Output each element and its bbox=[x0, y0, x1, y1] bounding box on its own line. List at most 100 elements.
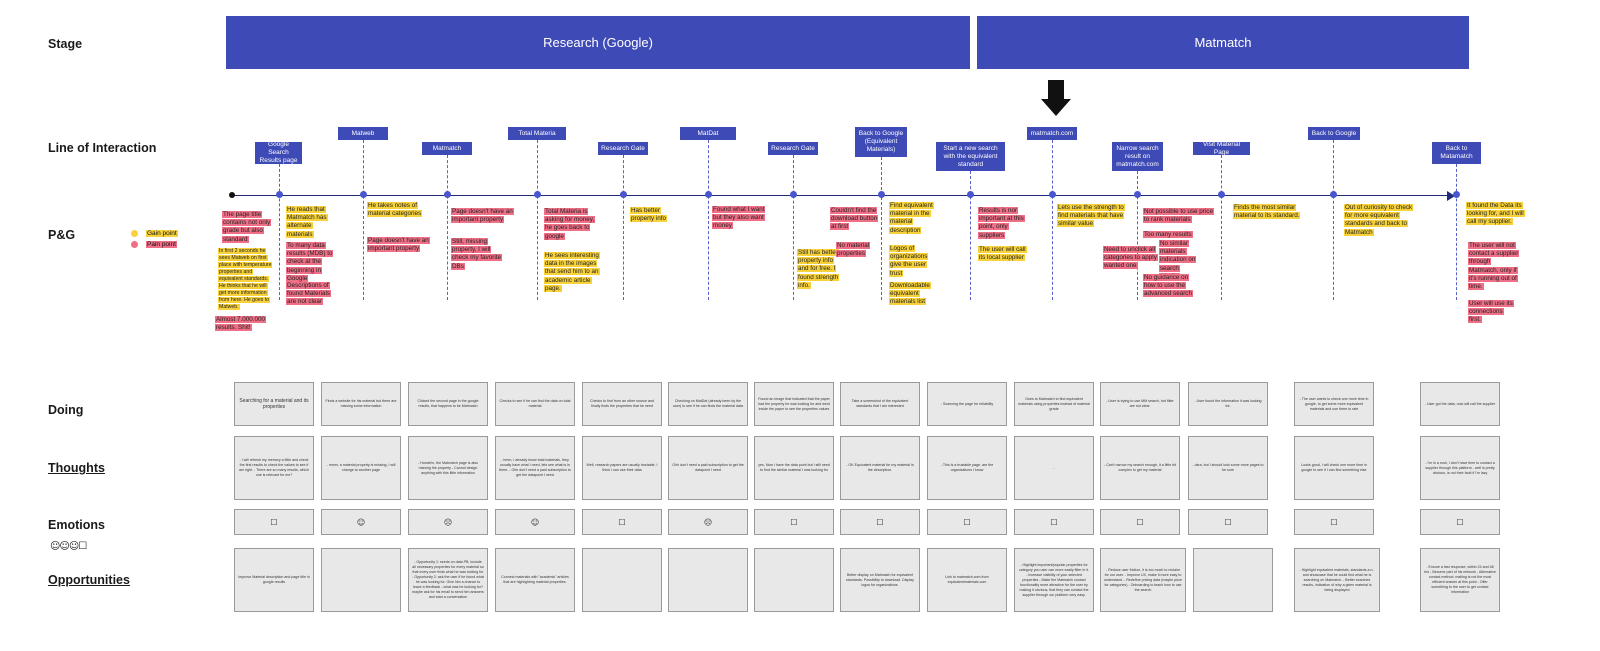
emotion-neutral-icon: ☐ bbox=[618, 517, 626, 527]
doing-box: - Scanning the page for reliability bbox=[927, 382, 1007, 426]
emotion-box: ☐ bbox=[1420, 509, 1500, 535]
gain-note: Lets use the strength to find materials … bbox=[1057, 204, 1125, 228]
touchpoint-new-search-equivalent: Start a new search with the equivalent s… bbox=[936, 142, 1005, 171]
row-label-pg: P&G bbox=[48, 228, 76, 242]
doing-box: Found an image that indicated that the p… bbox=[754, 382, 834, 426]
touchpoint-total-materia: Total Materia bbox=[508, 127, 566, 140]
opportunity-box: - Opportunity 1: seeds on data PB, inclu… bbox=[408, 548, 488, 612]
thought-box: - I'm in a rush, I don't have time to co… bbox=[1420, 436, 1500, 500]
connector-line bbox=[447, 155, 448, 300]
opportunity-box bbox=[668, 548, 748, 612]
pain-note: Almost 7.000.000 results. Shit! bbox=[215, 316, 267, 332]
pain-note: Still, missing property, I will check my… bbox=[451, 238, 502, 270]
pain-note: Found what I want but they also want mon… bbox=[712, 206, 766, 230]
connector-line bbox=[1052, 140, 1053, 300]
emotion-neutral-icon: ☐ bbox=[876, 517, 884, 527]
pain-note: Not possible to use price to rank materi… bbox=[1143, 208, 1214, 224]
opportunity-box: Connect materials with "academic" articl… bbox=[495, 548, 575, 612]
row-label-doing: Doing bbox=[48, 403, 84, 417]
pain-note: No material properties bbox=[836, 242, 871, 258]
thought-box: - This is a trustable page, are the orga… bbox=[927, 436, 1007, 500]
pain-note: Couldn't find the download button at fir… bbox=[830, 207, 879, 231]
emotion-sad-icon: ☹ bbox=[443, 517, 453, 527]
touchpoint-matmatch: Matmatch bbox=[422, 142, 472, 155]
emotion-box: ☺ bbox=[321, 509, 401, 535]
touchpoint-research-gate-2: Research Gate bbox=[768, 142, 818, 155]
emotion-happy-icon: ☺ bbox=[356, 517, 366, 527]
thought-box: Well, research papers are usually trusta… bbox=[582, 436, 662, 500]
thought-box: - mmm, a material property is missing, I… bbox=[321, 436, 401, 500]
touchpoint-visit-material-page: Visit Material Page bbox=[1193, 141, 1250, 156]
legend-pain: Pain point bbox=[131, 241, 177, 248]
connector-line bbox=[363, 140, 364, 300]
gain-note: Logos of organizations give the user tru… bbox=[889, 245, 929, 277]
opportunity-box: Better display on Matmatch for equivalen… bbox=[840, 548, 920, 612]
timeline-dot bbox=[1330, 191, 1337, 198]
gain-dot-icon bbox=[131, 230, 138, 237]
timeline-dot bbox=[790, 191, 797, 198]
touchpoint-back-to-google: Back to Google bbox=[1308, 127, 1360, 140]
thought-box: Looks good, I will check one more time i… bbox=[1294, 436, 1374, 500]
row-label-opportunities: Opportunities bbox=[48, 573, 130, 587]
opportunity-box: - Reduce user friction, it is too much t… bbox=[1100, 548, 1186, 612]
doing-box: Checking on MatDat (already been by the … bbox=[668, 382, 748, 426]
emotion-neutral-icon: ☐ bbox=[1136, 517, 1144, 527]
touchpoint-matmatch-com: matmatch.com bbox=[1027, 127, 1077, 140]
touchpoint-back-to-matamatch: Back to Matamatch bbox=[1432, 142, 1481, 164]
connector-line bbox=[881, 157, 882, 300]
touchpoint-google-search: Google Search Results page bbox=[255, 141, 302, 164]
doing-box: Checks to find from an other source and … bbox=[582, 382, 662, 426]
row-label-thoughts: Thoughts bbox=[48, 461, 105, 475]
timeline-dot bbox=[620, 191, 627, 198]
emotion-sad-icon: ☹ bbox=[703, 517, 713, 527]
pain-note: Total Materia is asking for money, he go… bbox=[544, 208, 596, 240]
legend-gain: Gain point bbox=[131, 230, 178, 237]
emotion-box: ☐ bbox=[1100, 509, 1180, 535]
doing-box: Take a screenshot of the equivalent stan… bbox=[840, 382, 920, 426]
doing-box: - User got the data, now will call the s… bbox=[1420, 382, 1500, 426]
gain-note: In first 2 seconds he sees Matweb on fir… bbox=[218, 248, 273, 310]
emotion-neutral-icon: ☐ bbox=[270, 517, 278, 527]
connector-line bbox=[623, 155, 624, 300]
emotion-box: ☐ bbox=[1188, 509, 1268, 535]
emotion-box: ☐ bbox=[840, 509, 920, 535]
timeline-dot bbox=[1134, 191, 1141, 198]
thought-box: - Can't narrow my search enough, it a li… bbox=[1100, 436, 1180, 500]
doing-box: - The user wants to check one more time … bbox=[1294, 382, 1374, 426]
timeline-dot bbox=[878, 191, 885, 198]
row-label-line-of-interaction: Line of Interaction bbox=[48, 141, 157, 155]
timeline-dot bbox=[444, 191, 451, 198]
opportunity-box bbox=[582, 548, 662, 612]
legend-pain-label: Pain point bbox=[146, 241, 177, 248]
opportunity-box: Improve Material description and page ti… bbox=[234, 548, 314, 612]
pain-note: Page doesn't have an important property bbox=[451, 208, 514, 224]
gain-note: Still has better property info and for f… bbox=[797, 249, 840, 289]
emotion-neutral-icon: ☐ bbox=[1224, 517, 1232, 527]
pain-dot-icon bbox=[131, 241, 138, 248]
thought-box: - I will refresh my memory a little and … bbox=[234, 436, 314, 500]
gain-note: He sees interesting data in the images t… bbox=[544, 252, 600, 292]
gain-note: Find equivalent material in the material… bbox=[889, 202, 934, 234]
timeline-dot bbox=[967, 191, 974, 198]
gain-note: He takes notes of material categories bbox=[367, 202, 423, 218]
emotion-legend: ☺☺☺☐ bbox=[50, 541, 87, 552]
emotion-neutral-icon: ☐ bbox=[1456, 517, 1464, 527]
timeline-start-dot bbox=[229, 192, 235, 198]
gain-note: Downloadable equivalent materials list bbox=[889, 282, 931, 306]
pain-note: To many data results (MDB) to check at t… bbox=[286, 242, 334, 282]
emotion-box: ☐ bbox=[754, 509, 834, 535]
thought-box: - hmm, I already know total materials, t… bbox=[495, 436, 575, 500]
doing-box: Searching for a material and its propert… bbox=[234, 382, 314, 426]
pain-note: The user will not contact a supplier thr… bbox=[1468, 242, 1520, 291]
row-label-emotions: Emotions bbox=[48, 518, 105, 532]
emotion-box: ☹ bbox=[408, 509, 488, 535]
pain-note: No guidance on how to use the advanced s… bbox=[1143, 274, 1193, 298]
emotion-neutral-icon: ☐ bbox=[963, 517, 971, 527]
down-arrow-icon bbox=[1041, 80, 1071, 116]
gain-note: Finds the most similar material to its s… bbox=[1233, 204, 1301, 220]
emotion-box: ☐ bbox=[582, 509, 662, 535]
connector-line bbox=[1333, 140, 1334, 300]
emotion-neutral-icon: ☐ bbox=[790, 517, 798, 527]
doing-box: Clicked the second page in the google re… bbox=[408, 382, 488, 426]
doing-box: - User is trying to use MM search, but f… bbox=[1100, 382, 1180, 426]
